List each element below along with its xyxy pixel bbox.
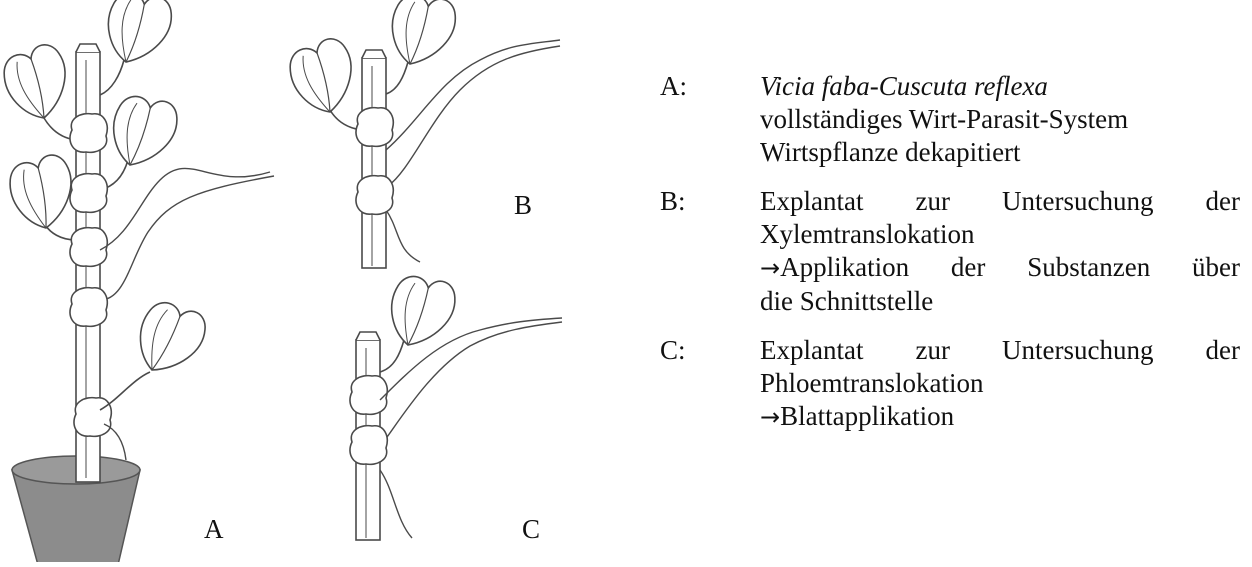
arrow-icon: → — [760, 403, 780, 431]
arrow-icon: → — [760, 254, 780, 282]
legend-entry-c: C: Explantat zur Untersuchung der Phloem… — [660, 334, 1240, 434]
legend-c-line-3-text: Blattapplikation — [780, 401, 954, 431]
legend-b-line-4: die Schnittstelle — [760, 285, 1240, 318]
legend-c-line-2: Phloemtranslokation — [760, 367, 1240, 400]
legend-a-line-1: vollständiges Wirt-Parasit-System — [760, 103, 1240, 136]
legend: A: Vicia faba-Cuscuta reflexa vollständi… — [660, 70, 1240, 450]
legend-b-line-1: Explantat zur Untersuchung der — [760, 185, 1240, 218]
plant-c-drawing — [350, 272, 562, 540]
legend-key-c: C: — [660, 334, 760, 367]
legend-c-line-1: Explantat zur Untersuchung der — [760, 334, 1240, 367]
plant-drawings — [0, 0, 640, 562]
legend-entry-b: B: Explantat zur Untersuchung der Xylemt… — [660, 185, 1240, 318]
legend-b-line-3: →Applikation der Substanzen über — [760, 251, 1240, 285]
legend-key-a: A: — [660, 70, 760, 103]
plant-figure: A B C — [0, 0, 640, 562]
panel-label-b: B — [514, 190, 532, 221]
legend-a-title: Vicia faba-Cuscuta reflexa — [760, 70, 1240, 103]
legend-c-line-3: →Blattapplikation — [760, 400, 1240, 434]
legend-entry-a: A: Vicia faba-Cuscuta reflexa vollständi… — [660, 70, 1240, 169]
panel-label-c: C — [522, 514, 540, 545]
plant-b-drawing — [283, 0, 560, 268]
legend-key-b: B: — [660, 185, 760, 218]
legend-b-line-3-text: Applikation der Substanzen über — [780, 252, 1240, 282]
legend-a-line-2: Wirtspflanze dekapitiert — [760, 136, 1240, 169]
panel-label-a: A — [204, 514, 224, 545]
plant-a-drawing — [0, 0, 274, 562]
legend-b-line-2: Xylemtranslokation — [760, 218, 1240, 251]
